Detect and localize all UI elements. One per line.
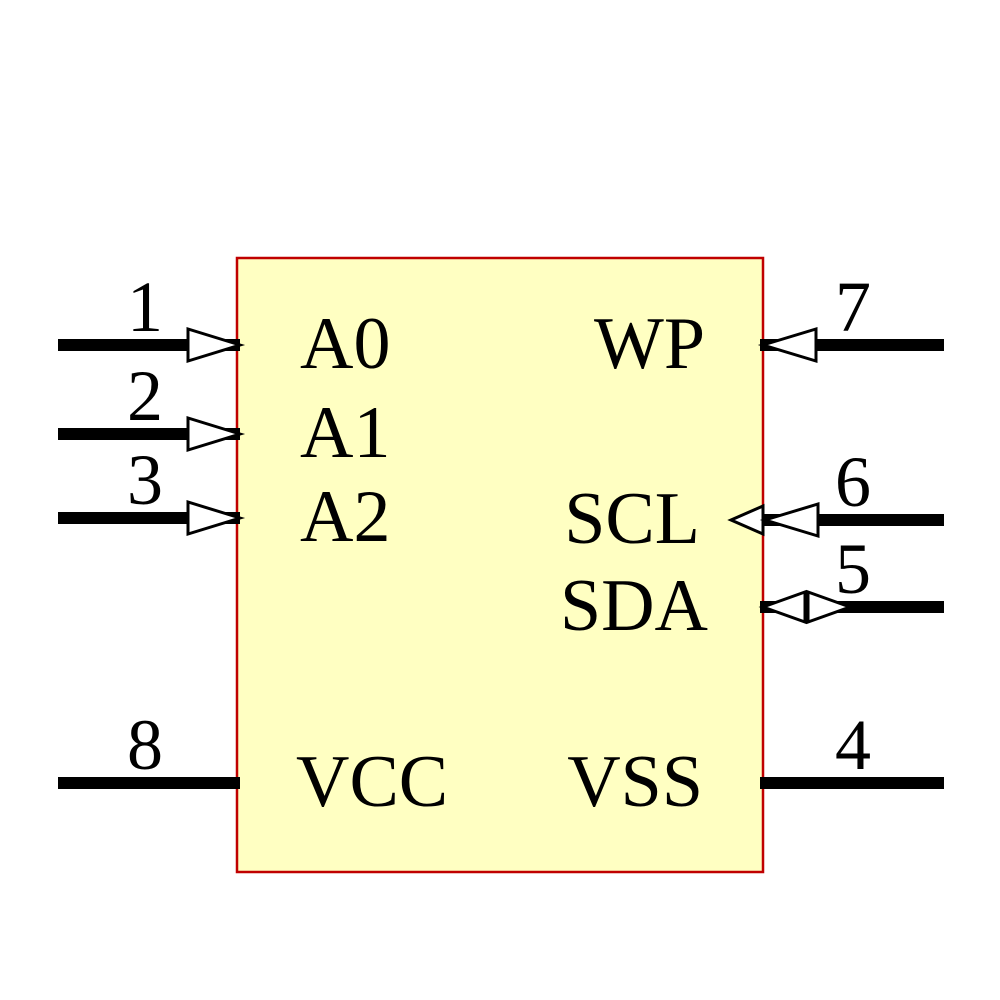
- component-body[interactable]: [235, 256, 765, 874]
- pin-5-name-label: SDA: [560, 565, 708, 647]
- input-arrow-icon: [759, 501, 820, 539]
- pin-6[interactable]: 6 SCL: [564, 442, 944, 560]
- pin-5[interactable]: 5 SDA: [560, 529, 944, 647]
- pin-8[interactable]: 8 VCC: [58, 705, 448, 823]
- pin-8-number: 8: [127, 705, 163, 785]
- input-arrow-icon: [186, 326, 246, 364]
- pin-8-name-label: VCC: [296, 741, 448, 823]
- input-arrow-icon: [186, 415, 246, 453]
- pin-6-name-label: SCL: [564, 478, 700, 560]
- pin-7-name-label: WP: [594, 303, 705, 385]
- pin-3-number: 3: [127, 440, 163, 520]
- pin-6-number: 6: [835, 442, 871, 522]
- bidirectional-arrow-right-icon: [806, 589, 855, 625]
- pin-2-number: 2: [127, 356, 163, 436]
- bidirectional-arrow-left-icon: [758, 589, 807, 625]
- input-arrow-icon: [757, 326, 818, 364]
- pin-7[interactable]: 7 WP: [594, 267, 944, 385]
- pin-4[interactable]: 4 VSS: [567, 705, 944, 823]
- pin-3[interactable]: 3 A2: [58, 440, 390, 558]
- pin-4-name-label: VSS: [567, 741, 703, 823]
- pin-4-number: 4: [835, 705, 871, 785]
- pin-1-name-label: A0: [300, 303, 390, 385]
- pin-7-number: 7: [835, 267, 871, 347]
- input-arrow-icon: [186, 499, 246, 537]
- pin-1-number: 1: [127, 267, 163, 347]
- pin-2-name-label: A1: [300, 392, 390, 474]
- pin-1[interactable]: 1 A0: [58, 267, 390, 385]
- pin-5-number: 5: [835, 529, 871, 609]
- pin-2[interactable]: 2 A1: [58, 356, 390, 474]
- pin-3-name-label: A2: [300, 476, 390, 558]
